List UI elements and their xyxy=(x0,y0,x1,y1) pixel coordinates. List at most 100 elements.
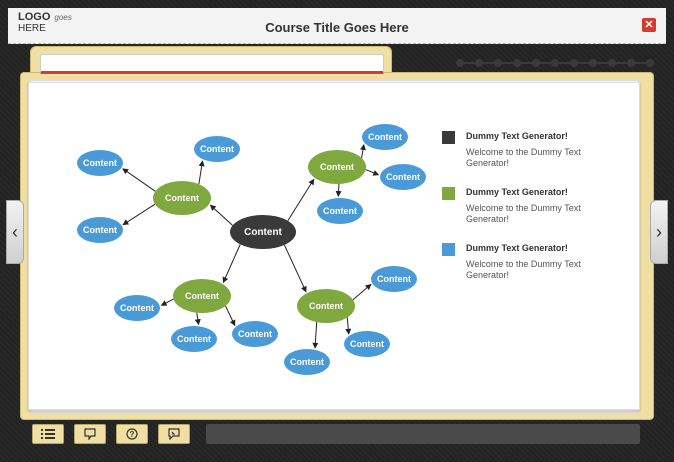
leaf-node-label: Content xyxy=(120,303,154,313)
leaf-node-label: Content xyxy=(200,144,234,154)
book-icon xyxy=(84,428,96,441)
leaf-node-shape xyxy=(380,164,426,190)
branch-node[interactable]: Content xyxy=(297,289,355,323)
connector-arrow xyxy=(122,168,156,192)
svg-text:?: ? xyxy=(130,430,135,439)
leaf-node-shape xyxy=(232,321,278,347)
progress-bar xyxy=(40,54,384,74)
branch-node-label: Content xyxy=(185,291,219,301)
branch-node-shape xyxy=(308,150,366,184)
legend: Dummy Text Generator! Welcome to the Dum… xyxy=(442,130,622,298)
leaf-node-label: Content xyxy=(83,225,117,235)
leaf-node[interactable]: Content xyxy=(317,198,363,224)
center-node-shape xyxy=(230,215,296,249)
connector-arrow xyxy=(352,283,372,301)
branch-node[interactable]: Content xyxy=(173,279,231,313)
leaf-node-shape xyxy=(362,124,408,150)
branch-node-shape xyxy=(153,181,211,215)
legend-swatch-blue xyxy=(442,243,455,256)
leaf-node[interactable]: Content xyxy=(77,217,123,243)
leaf-node[interactable]: Content xyxy=(194,136,240,162)
leaf-node-shape xyxy=(371,266,417,292)
connector-arrow xyxy=(287,178,315,222)
page-indicator xyxy=(456,58,654,68)
leaf-node-label: Content xyxy=(238,329,272,339)
help-button[interactable]: ? xyxy=(116,424,148,444)
leaf-node[interactable]: Content xyxy=(114,295,160,321)
leaf-node[interactable]: Content xyxy=(362,124,408,150)
connector-arrow xyxy=(209,204,233,226)
connector-arrow xyxy=(365,169,380,176)
branch-node-label: Content xyxy=(309,301,343,311)
legend-swatch-dark xyxy=(442,131,455,144)
legend-text: Welcome to the Dummy Text Generator! xyxy=(466,259,581,280)
leaf-node-shape xyxy=(317,198,363,224)
branch-node-shape xyxy=(297,289,355,323)
branch-node-shape xyxy=(173,279,231,313)
leaf-node[interactable]: Content xyxy=(232,321,278,347)
mind-map: ContentContentContentContentContentConte… xyxy=(77,124,426,375)
legend-title: Dummy Text Generator! xyxy=(466,131,568,141)
leaf-node-shape xyxy=(344,331,390,357)
leaf-node[interactable]: Content xyxy=(371,266,417,292)
legend-text: Welcome to the Dummy Text Generator! xyxy=(466,203,581,224)
connector-arrow xyxy=(345,317,352,335)
leaf-node[interactable]: Content xyxy=(380,164,426,190)
leaf-node-shape xyxy=(284,349,330,375)
connector-arrow xyxy=(198,160,205,185)
leaf-node-label: Content xyxy=(386,172,420,182)
content-page xyxy=(28,82,640,410)
leaf-node-label: Content xyxy=(368,132,402,142)
leaf-node-label: Content xyxy=(323,206,357,216)
logo-tagline: goes xyxy=(54,13,72,22)
leaf-node-label: Content xyxy=(350,339,384,349)
logo-text-line2: HERE xyxy=(18,23,46,34)
close-button[interactable]: ✕ xyxy=(642,18,656,32)
leaf-node[interactable]: Content xyxy=(77,150,123,176)
connector-arrow xyxy=(283,244,307,293)
status-bar xyxy=(206,424,640,444)
legend-item: Dummy Text Generator! Welcome to the Dum… xyxy=(442,130,622,186)
speech-bubble-icon xyxy=(168,428,180,441)
center-node-label: Content xyxy=(244,227,282,238)
branch-node-label: Content xyxy=(320,162,354,172)
menu-button[interactable] xyxy=(32,424,64,444)
leaf-node-shape xyxy=(194,136,240,162)
leaf-node-shape xyxy=(171,326,217,352)
prev-page-button[interactable]: ‹ xyxy=(6,200,24,264)
logo-text: LOGO xyxy=(18,11,51,23)
connector-arrow xyxy=(222,244,241,284)
legend-swatch-green xyxy=(442,187,455,200)
connector-arrow xyxy=(225,305,236,327)
leaf-node[interactable]: Content xyxy=(344,331,390,357)
legend-title: Dummy Text Generator! xyxy=(466,243,568,253)
next-page-button[interactable]: › xyxy=(650,200,668,264)
connector-arrow xyxy=(122,203,156,226)
leaf-node-shape xyxy=(77,150,123,176)
branch-node-label: Content xyxy=(165,193,199,203)
question-icon: ? xyxy=(126,428,138,440)
legend-title: Dummy Text Generator! xyxy=(466,187,568,197)
leaf-node-shape xyxy=(77,217,123,243)
leaf-node-label: Content xyxy=(377,274,411,284)
course-title: Course Title Goes Here xyxy=(265,20,409,35)
branch-node[interactable]: Content xyxy=(308,150,366,184)
connector-arrow xyxy=(312,322,319,349)
connector-arrow xyxy=(160,298,174,306)
legend-item: Dummy Text Generator! Welcome to the Dum… xyxy=(442,242,622,298)
glossary-button[interactable] xyxy=(74,424,106,444)
legend-text: Welcome to the Dummy Text Generator! xyxy=(466,147,581,168)
connector-arrow xyxy=(194,312,201,326)
leaf-node[interactable]: Content xyxy=(284,349,330,375)
branch-node[interactable]: Content xyxy=(153,181,211,215)
leaf-node-label: Content xyxy=(83,158,117,168)
leaf-node-label: Content xyxy=(290,357,324,367)
connector-arrow xyxy=(360,143,366,159)
legend-item: Dummy Text Generator! Welcome to the Dum… xyxy=(442,186,622,242)
notes-button[interactable] xyxy=(158,424,190,444)
center-node[interactable]: Content xyxy=(230,215,296,249)
leaf-node[interactable]: Content xyxy=(171,326,217,352)
connector-arrow xyxy=(335,183,342,198)
